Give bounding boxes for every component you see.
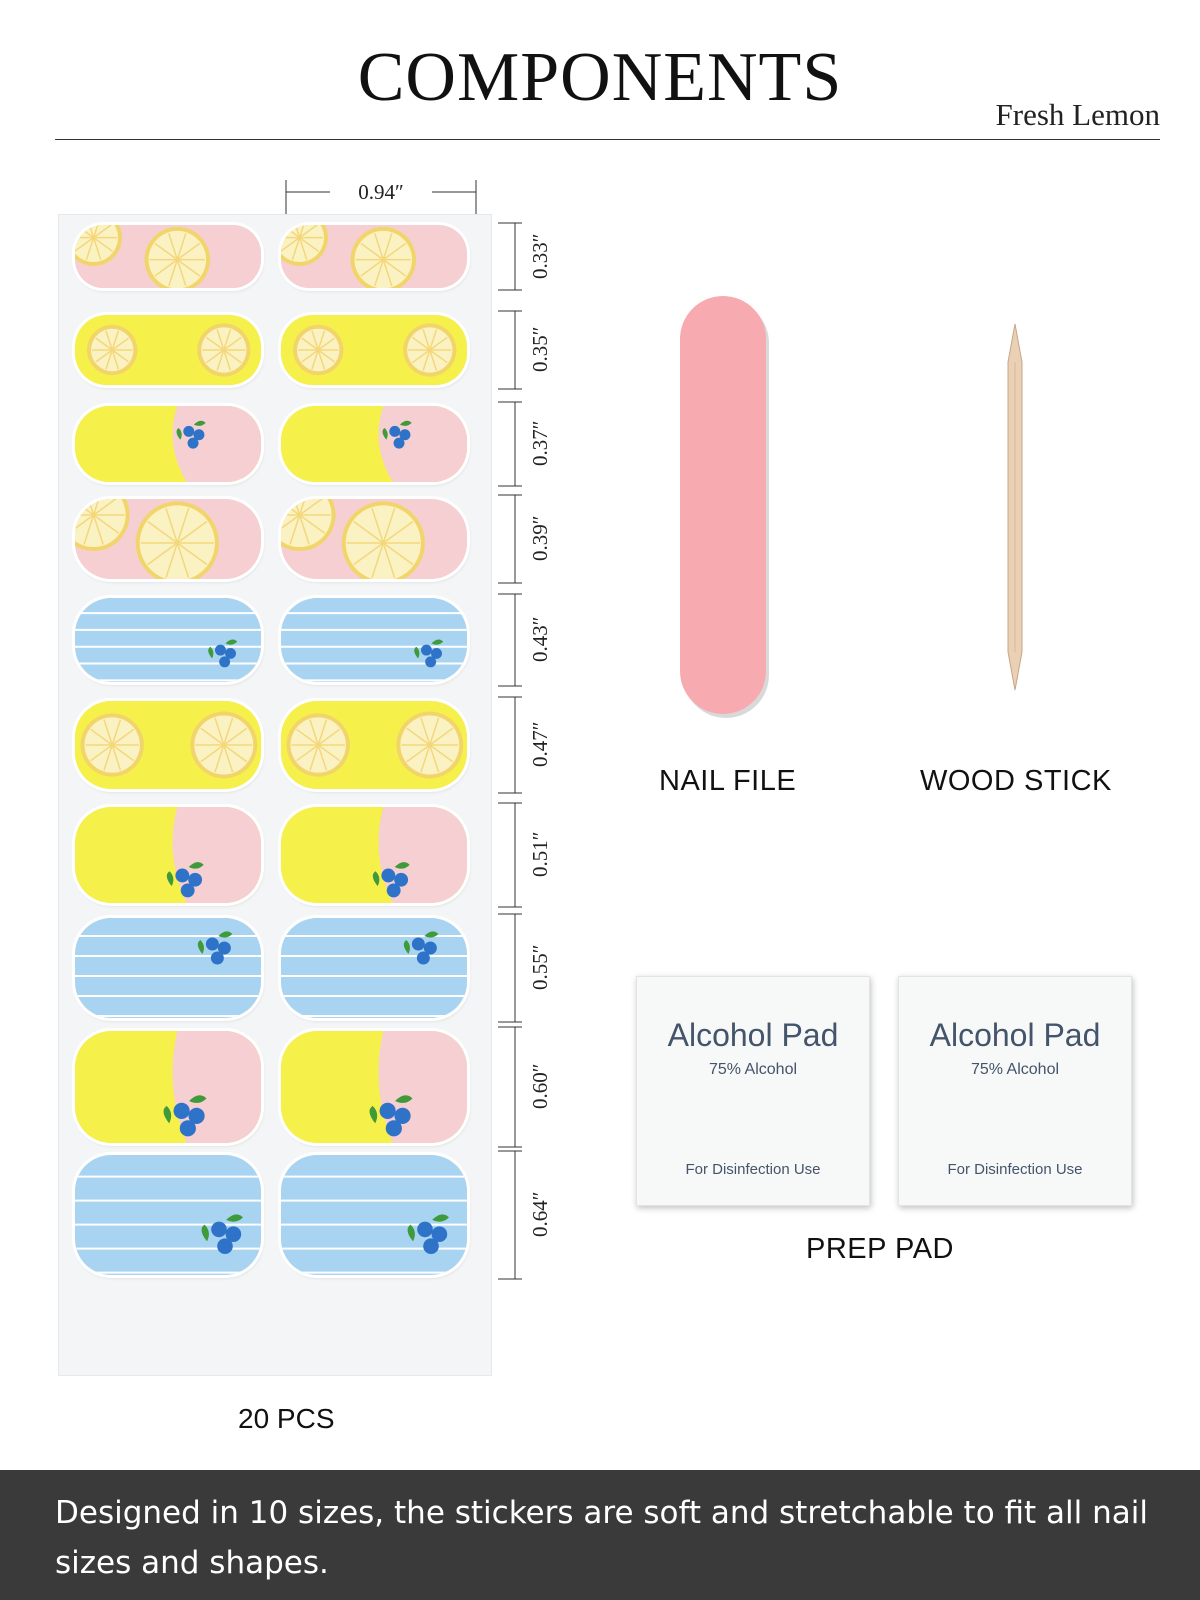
size-dimension-line <box>498 310 522 390</box>
nail-sticker <box>281 1155 467 1275</box>
alcohol-pad-percentage: 75% Alcohol <box>708 1061 798 1078</box>
alcohol-pad-usage: For Disinfection Use <box>685 1161 821 1178</box>
nail-sticker <box>281 499 467 579</box>
size-label: 0.64″ <box>528 1191 552 1238</box>
nail-sticker <box>75 1031 261 1143</box>
info-banner: Designed in 10 sizes, the stickers are s… <box>0 1470 1200 1600</box>
size-label: 0.43″ <box>528 616 552 663</box>
nail-sticker <box>75 918 261 1018</box>
product-name: Fresh Lemon <box>995 97 1160 132</box>
nail-sticker <box>281 225 467 288</box>
nail-sticker <box>281 701 467 789</box>
size-label: 0.33″ <box>528 233 552 279</box>
alcohol-pad-1: Alcohol Pad 75% Alcohol For Disinfection… <box>636 976 870 1206</box>
size-label: 0.47″ <box>528 721 552 768</box>
nail-sticker <box>75 499 261 579</box>
wood-stick-label: WOOD STICK <box>920 765 1112 797</box>
nail-file-image <box>680 296 769 718</box>
size-label: 0.37″ <box>528 420 552 467</box>
width-dimension-line <box>285 180 477 216</box>
nail-sticker <box>75 1155 261 1275</box>
size-dimension-line <box>498 696 522 794</box>
width-dimension-label: 0.94″ <box>358 180 404 204</box>
size-dimension-line <box>498 494 522 584</box>
size-label: 0.60″ <box>528 1063 552 1110</box>
alcohol-pad-title: Alcohol Pad <box>667 1017 839 1053</box>
alcohol-pad-usage: For Disinfection Use <box>947 1161 1083 1178</box>
size-dimension-line <box>498 1150 522 1280</box>
size-dimension-line <box>498 1026 522 1148</box>
nail-sticker <box>75 598 261 682</box>
size-label: 0.51″ <box>528 831 552 878</box>
size-label: 0.39″ <box>528 515 552 562</box>
size-dimension-line <box>498 401 522 487</box>
header-divider <box>55 139 1160 140</box>
banner-text: Designed in 10 sizes, the stickers are s… <box>55 1495 1148 1581</box>
nail-sticker <box>281 315 467 385</box>
alcohol-pad-title: Alcohol Pad <box>929 1017 1101 1053</box>
size-dimension-line <box>498 913 522 1023</box>
nail-sticker-sheet <box>58 214 492 1376</box>
sticker-count-label: 20 PCS <box>238 1403 335 1434</box>
size-label: 0.55″ <box>528 944 552 991</box>
alcohol-pad-2: Alcohol Pad 75% Alcohol For Disinfection… <box>898 976 1132 1206</box>
page-title: COMPONENTS <box>357 39 843 116</box>
nail-sticker <box>281 406 467 482</box>
nail-sticker <box>75 315 261 385</box>
nail-sticker <box>281 918 467 1018</box>
size-dimension-line <box>498 593 522 687</box>
nail-sticker <box>281 1031 467 1143</box>
size-dimension-line <box>498 802 522 908</box>
nail-file-label: NAIL FILE <box>659 765 797 797</box>
nail-sticker <box>281 598 467 682</box>
size-dimension-line <box>498 222 522 291</box>
size-label: 0.35″ <box>528 326 552 373</box>
nail-sticker <box>75 701 261 789</box>
alcohol-pad-percentage: 75% Alcohol <box>970 1061 1060 1078</box>
nail-sticker <box>281 807 467 903</box>
nail-sticker <box>75 406 261 482</box>
wood-stick-image <box>1007 323 1023 691</box>
prep-pad-label: PREP PAD <box>806 1233 954 1265</box>
nail-sticker <box>75 807 261 903</box>
nail-sticker <box>75 225 261 288</box>
